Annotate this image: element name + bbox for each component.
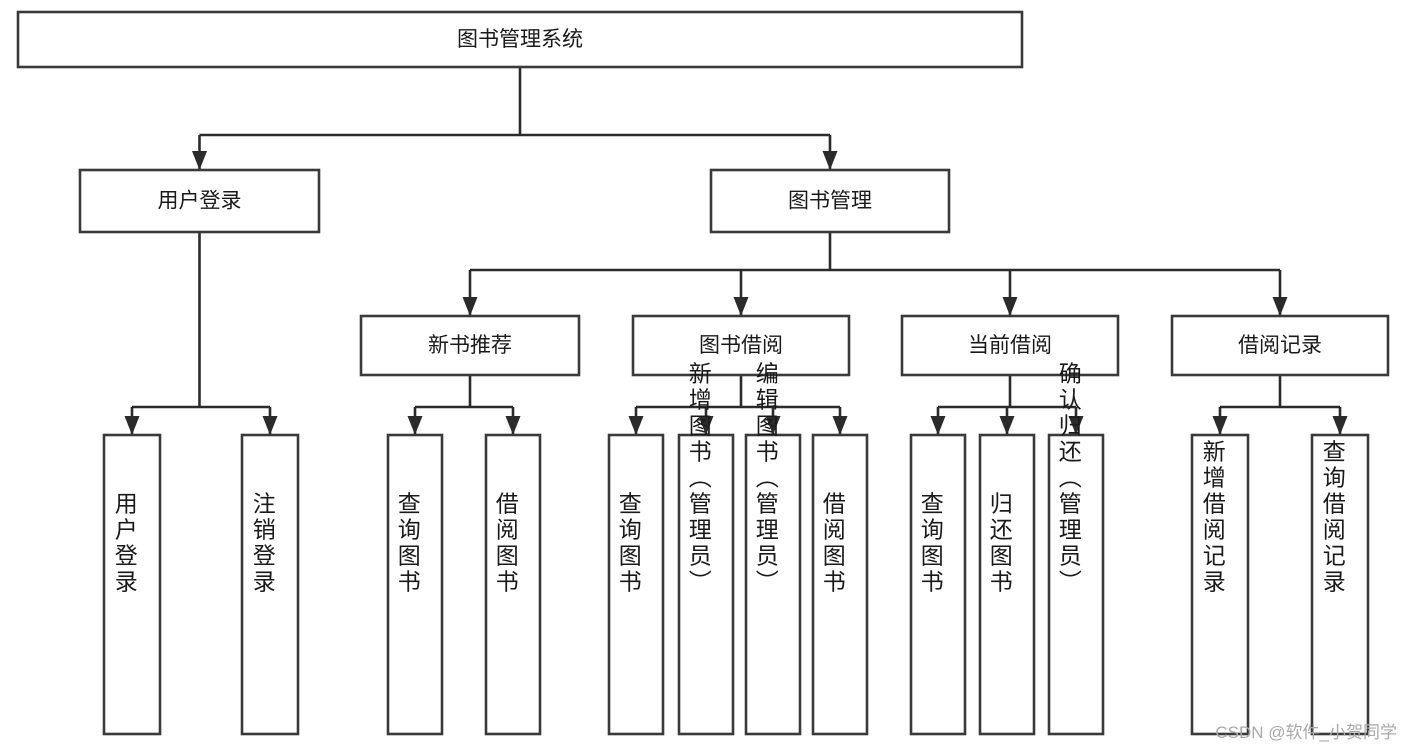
node-label-leaf-edit-book: 编辑图书（管理员）: [752, 362, 779, 596]
arrow-head-icon: [1002, 297, 1018, 316]
node-box-leaf-edit-book: [744, 433, 802, 736]
node-leaf-user-login[interactable]: 用户登录: [102, 433, 162, 736]
node-box-leaf-query-book: [607, 433, 665, 736]
node-label-leaf-query-current: 查询图书: [917, 492, 944, 596]
node-box-leaf-query-book-recommend: [386, 433, 444, 736]
node-leaf-edit-book[interactable]: 编辑图书（管理员）: [744, 362, 802, 736]
node-label-leaf-borrow-book: 借阅图书: [819, 492, 846, 596]
node-leaf-add-book[interactable]: 新增图书（管理员）: [677, 362, 735, 736]
node-box-leaf-add-book: [677, 433, 735, 736]
node-label-leaf-return-book: 归还图书: [986, 492, 1013, 596]
node-box-leaf-confirm-return: [1047, 433, 1105, 736]
arrow-head-icon: [124, 416, 140, 435]
node-leaf-add-record[interactable]: 新增借阅记录: [1190, 433, 1250, 736]
node-label-leaf-query-record: 查询借阅记录: [1319, 440, 1346, 596]
node-leaf-return-book[interactable]: 归还图书: [978, 433, 1036, 736]
node-box-leaf-borrow-book-recommend: [484, 433, 542, 736]
node-box-new-book-recommend: [359, 314, 581, 377]
node-root[interactable]: 图书管理系统: [16, 10, 1024, 69]
arrow-head-icon: [733, 297, 749, 316]
node-new-book-recommend[interactable]: 新书推荐: [359, 314, 581, 377]
node-label-leaf-user-login: 用户登录: [111, 492, 138, 596]
node-label-book-manage: 图书管理: [788, 190, 872, 213]
arrow-head-icon: [407, 416, 423, 435]
node-box-book-borrow: [631, 314, 851, 377]
node-leaf-query-current[interactable]: 查询图书: [909, 433, 967, 736]
node-label-leaf-confirm-return: 确认归还（管理员）: [1055, 362, 1082, 596]
node-leaf-query-book-recommend[interactable]: 查询图书: [386, 433, 444, 736]
node-label-leaf-add-book: 新增图书（管理员）: [685, 362, 712, 596]
node-label-leaf-query-book: 查询图书: [615, 492, 642, 596]
node-leaf-query-record[interactable]: 查询借阅记录: [1310, 433, 1370, 736]
arrow-head-icon: [1272, 297, 1288, 316]
node-label-current-borrow: 当前借阅: [968, 334, 1052, 357]
arrow-head-icon: [832, 416, 848, 435]
arrow-head-icon: [462, 297, 478, 316]
node-user-login[interactable]: 用户登录: [78, 168, 321, 234]
arrow-head-icon: [1212, 416, 1228, 435]
node-box-borrow-record: [1170, 314, 1390, 377]
arrow-head-icon: [999, 416, 1015, 435]
node-box-book-manage: [709, 168, 951, 234]
node-box-root: [16, 10, 1024, 69]
node-label-leaf-borrow-book-recommend: 借阅图书: [492, 492, 519, 596]
node-label-leaf-user-logout: 注销登录: [249, 492, 276, 596]
node-leaf-confirm-return[interactable]: 确认归还（管理员）: [1047, 362, 1105, 736]
node-current-borrow[interactable]: 当前借阅: [900, 314, 1120, 377]
node-label-new-book-recommend: 新书推荐: [428, 334, 512, 357]
node-label-book-borrow: 图书借阅: [699, 334, 783, 357]
node-label-borrow-record: 借阅记录: [1238, 334, 1322, 357]
node-book-manage[interactable]: 图书管理: [709, 168, 951, 234]
arrow-head-icon: [822, 151, 838, 170]
arrow-head-icon: [765, 416, 781, 435]
node-label-leaf-query-book-recommend: 查询图书: [394, 492, 421, 596]
arrow-head-icon: [262, 416, 278, 435]
node-label-root: 图书管理系统: [457, 28, 583, 51]
arrow-head-icon: [192, 151, 207, 170]
node-book-borrow[interactable]: 图书借阅: [631, 314, 851, 377]
arrow-head-icon: [930, 416, 946, 435]
node-box-leaf-borrow-book: [811, 433, 869, 736]
node-borrow-record[interactable]: 借阅记录: [1170, 314, 1390, 377]
node-label-user-login: 用户登录: [158, 190, 242, 213]
node-leaf-borrow-book-recommend[interactable]: 借阅图书: [484, 433, 542, 736]
node-label-leaf-add-record: 新增借阅记录: [1199, 440, 1226, 596]
node-box-leaf-user-logout: [240, 433, 300, 736]
node-leaf-query-book[interactable]: 查询图书: [607, 433, 665, 736]
node-box-user-login: [78, 168, 321, 234]
arrow-head-icon: [1068, 416, 1084, 435]
node-box-leaf-add-record: [1190, 433, 1250, 736]
node-box-current-borrow: [900, 314, 1120, 377]
node-leaf-borrow-book[interactable]: 借阅图书: [811, 433, 869, 736]
node-leaf-user-logout[interactable]: 注销登录: [240, 433, 300, 736]
node-box-leaf-user-login: [102, 433, 162, 736]
node-box-leaf-query-current: [909, 433, 967, 736]
node-box-leaf-return-book: [978, 433, 1036, 736]
arrow-head-icon: [698, 416, 714, 435]
arrow-head-icon: [1332, 416, 1348, 435]
arrow-head-icon: [628, 416, 644, 435]
node-box-leaf-query-record: [1310, 433, 1370, 736]
arrow-head-icon: [505, 416, 521, 435]
